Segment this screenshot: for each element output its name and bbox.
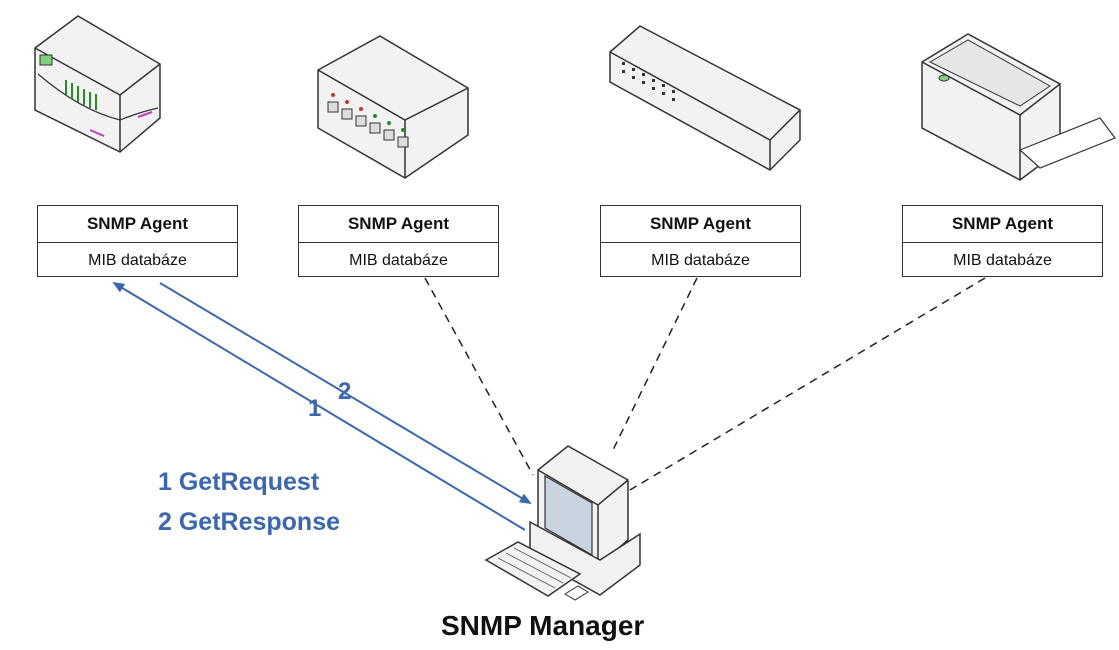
connection-line-agent2 — [424, 277, 534, 476]
connection-line-agent4 — [629, 277, 986, 491]
modem-icon — [34, 15, 161, 153]
agent-mib: MIB databáze — [651, 251, 750, 269]
agent-mib: MIB databáze — [953, 251, 1052, 269]
arrow-label-request: 1 — [308, 395, 322, 422]
agent-title: SNMP Agent — [903, 206, 1102, 243]
computer-icon — [484, 445, 641, 601]
printer-icon — [921, 33, 1116, 181]
getrequest-arrow — [112, 281, 526, 531]
connection-line-agent3 — [611, 277, 698, 453]
network-switch-icon — [317, 35, 469, 179]
agent-box-4: SNMP Agent MIB databáze — [902, 205, 1103, 277]
getresponse-arrow — [159, 282, 532, 505]
manager-label: SNMP Manager — [441, 610, 645, 641]
agent-mib: MIB databáze — [88, 251, 187, 269]
arrow-label-response: 2 — [338, 378, 352, 405]
rack-server-icon — [609, 25, 801, 171]
agent-box-1: SNMP Agent MIB databáze — [37, 205, 238, 277]
agent-mib: MIB databáze — [349, 251, 448, 269]
agent-title: SNMP Agent — [299, 206, 498, 243]
legend-getresponse: 2 GetResponse — [158, 508, 341, 536]
legend-getrequest: 1 GetRequest — [158, 468, 320, 496]
agent-title: SNMP Agent — [38, 206, 237, 243]
agent-box-3: SNMP Agent MIB databáze — [600, 205, 801, 277]
agent-title: SNMP Agent — [601, 206, 800, 243]
agent-box-2: SNMP Agent MIB databáze — [298, 205, 499, 277]
